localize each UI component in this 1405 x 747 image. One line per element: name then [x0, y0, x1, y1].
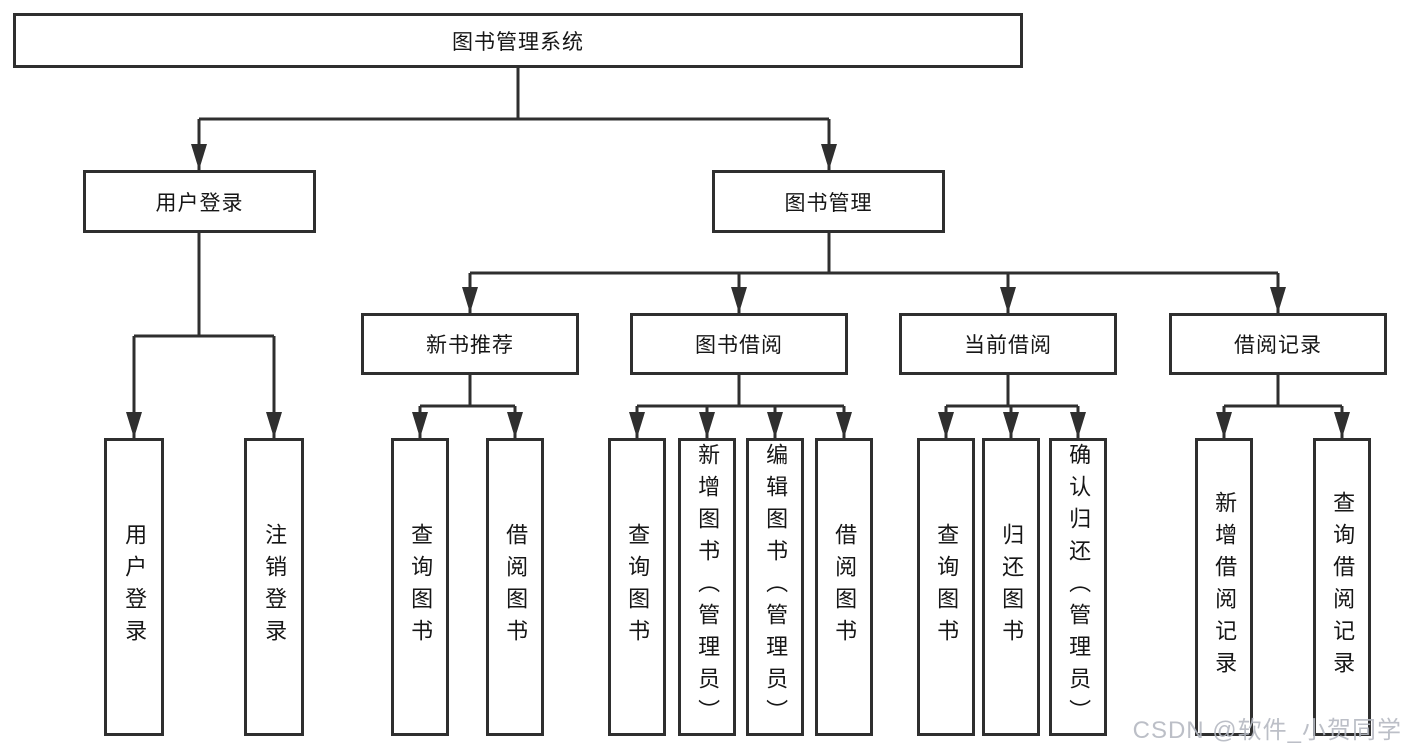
arrow-down-icon	[126, 412, 142, 438]
leaf-borrow-books: 借阅图书	[815, 438, 873, 736]
node-book-borrow: 图书借阅	[630, 313, 848, 375]
node-new-book-recommend: 新书推荐	[361, 313, 579, 375]
arrow-down-icon	[731, 287, 747, 313]
leaf-query-borrow-record: 查询借阅记录	[1313, 438, 1371, 736]
connector-newbook-to-leaves	[418, 375, 517, 438]
node-label: 新书推荐	[426, 334, 514, 357]
node-label: 借阅图书	[503, 523, 529, 651]
connector-records-to-leaves	[1222, 375, 1344, 438]
leaf-edit-books-admin: 编辑图书（管理员）	[746, 438, 804, 736]
leaf-add-borrow-record: 新增借阅记录	[1195, 438, 1253, 736]
arrow-down-icon	[1070, 412, 1086, 438]
connector-bookmgmt-to-level3	[468, 233, 1280, 313]
node-label: 确认归还（管理员）	[1066, 443, 1092, 731]
node-label: 借阅记录	[1234, 334, 1322, 357]
node-label: 编辑图书（管理员）	[763, 443, 789, 731]
node-borrow-records: 借阅记录	[1169, 313, 1387, 375]
node-label: 注销登录	[262, 523, 288, 651]
arrow-down-icon	[266, 412, 282, 438]
node-label: 用户登录	[155, 191, 244, 215]
arrow-down-icon	[1000, 287, 1016, 313]
leaf-query-books-current: 查询图书	[917, 438, 975, 736]
arrow-down-icon	[191, 144, 207, 170]
leaf-logout: 注销登录	[244, 438, 304, 736]
node-label: 新增图书（管理员）	[695, 443, 721, 731]
leaf-user-login: 用户登录	[104, 438, 164, 736]
node-root: 图书管理系统	[13, 13, 1023, 68]
node-current-borrow: 当前借阅	[899, 313, 1117, 375]
node-label: 查询图书	[934, 523, 960, 651]
node-label: 图书管理系统	[452, 30, 584, 54]
arrow-down-icon	[1216, 412, 1232, 438]
arrow-down-icon	[507, 412, 523, 438]
leaf-confirm-return-admin: 确认归还（管理员）	[1049, 438, 1107, 736]
node-label: 新增借阅记录	[1212, 491, 1238, 683]
node-label: 查询图书	[408, 523, 434, 651]
node-label: 查询借阅记录	[1330, 491, 1356, 683]
node-label: 图书借阅	[695, 334, 783, 357]
arrow-down-icon	[1334, 412, 1350, 438]
arrow-down-icon	[1270, 287, 1286, 313]
connector-root-to-level2	[197, 68, 831, 170]
arrow-down-icon	[836, 412, 852, 438]
arrow-down-icon	[938, 412, 954, 438]
node-label: 当前借阅	[964, 334, 1052, 357]
node-book-management: 图书管理	[712, 170, 945, 233]
connector-userlogin-to-leaves	[132, 233, 276, 438]
leaf-query-books-borrow: 查询图书	[608, 438, 666, 736]
arrow-down-icon	[767, 412, 783, 438]
arrow-down-icon	[699, 412, 715, 438]
arrow-down-icon	[412, 412, 428, 438]
leaf-query-books-recommend: 查询图书	[391, 438, 449, 736]
leaf-add-books-admin: 新增图书（管理员）	[678, 438, 736, 736]
node-label: 查询图书	[625, 523, 651, 651]
arrow-down-icon	[821, 144, 837, 170]
arrow-down-icon	[629, 412, 645, 438]
leaf-return-books: 归还图书	[982, 438, 1040, 736]
connector-bookborrow-to-leaves	[635, 375, 846, 438]
arrow-down-icon	[462, 287, 478, 313]
node-label: 借阅图书	[832, 523, 858, 651]
leaf-borrow-books-recommend: 借阅图书	[486, 438, 544, 736]
node-label: 图书管理	[784, 191, 873, 215]
csdn-watermark: CSDN @软件_小贺同学	[1132, 717, 1402, 744]
node-label: 用户登录	[122, 523, 148, 651]
node-user-login: 用户登录	[83, 170, 316, 233]
node-label: 归还图书	[999, 523, 1025, 651]
arrow-down-icon	[1003, 412, 1019, 438]
